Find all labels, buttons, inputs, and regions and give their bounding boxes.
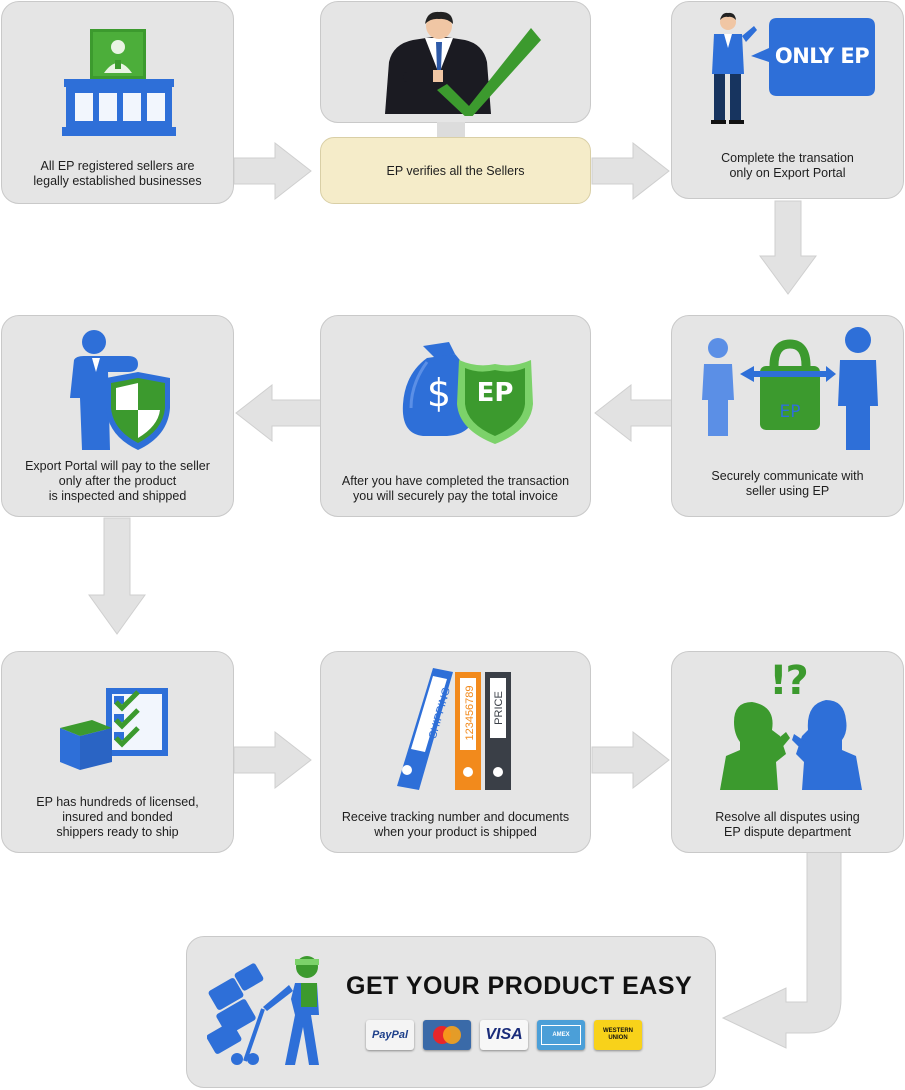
step-box-tracking: SHIPPING 123456789 PRICE Receive trackin… — [320, 651, 591, 853]
step-caption: EP has hundreds of licensed, insured and… — [36, 795, 199, 839]
arrow-down-1 — [759, 200, 817, 295]
step-caption: Resolve all disputes using EP dispute de… — [715, 810, 860, 839]
speech-bubble-icon — [751, 18, 875, 96]
person-shield-icon — [70, 330, 170, 450]
visa-badge: VISA — [480, 1020, 528, 1050]
lock-ep-text: EP — [779, 402, 801, 422]
paypal-label: PayPal — [371, 1029, 409, 1041]
bag-dollar-sign: $ — [426, 371, 452, 415]
boxes-checklist-icon — [60, 688, 168, 770]
mastercard-logo-icon — [433, 1026, 461, 1044]
arrow-left-2 — [235, 384, 322, 442]
money-bag-shield-icon — [402, 342, 533, 444]
arrow-corner-down-left — [721, 851, 842, 1049]
arrow-right-3 — [233, 731, 312, 789]
step-box-disputes: !? Resolve all disputes using EP dispute… — [671, 651, 904, 853]
binder-label-price: PRICE — [493, 691, 505, 725]
verify-caption: EP verifies all the Sellers — [386, 163, 525, 178]
step-box-registered-sellers: All EP registered sellers are legally es… — [1, 1, 234, 204]
speaker-person-icon — [711, 12, 757, 124]
step-caption: After you have completed the transaction… — [341, 474, 570, 503]
step-caption: All EP registered sellers are legally es… — [33, 159, 202, 188]
step-caption: Securely communicate with seller using E… — [711, 469, 864, 498]
dispute-marks: !? — [769, 658, 808, 704]
people-lock-icon — [702, 327, 878, 450]
step-caption: Export Portal will pay to the seller onl… — [25, 459, 210, 503]
step-caption: Complete the transation only on Export P… — [721, 151, 854, 180]
step-box-secure-payment: $ EP After you have completed the transa… — [320, 315, 591, 517]
arrow-right-2 — [591, 142, 670, 200]
amex-logo-icon: AMEX — [541, 1025, 581, 1045]
verify-sellers-banner: EP verifies all the Sellers — [320, 137, 591, 204]
step-box-verify-illustration — [320, 1, 591, 123]
paypal-badge: PayPal — [366, 1020, 414, 1050]
binder-label-number: 123456789 — [464, 685, 476, 741]
amex-badge: AMEX — [537, 1020, 585, 1050]
arrow-down-2 — [88, 517, 146, 635]
binders-icon — [397, 668, 511, 790]
shield-ep-text: EP — [476, 378, 514, 408]
building-seller-icon — [62, 29, 176, 136]
mastercard-badge — [423, 1020, 471, 1050]
step-caption: Receive tracking number and documents wh… — [341, 810, 570, 839]
arrow-right-4 — [591, 731, 670, 789]
final-title: GET YOUR PRODUCT EASY — [346, 972, 693, 1000]
arrow-left-1 — [594, 384, 673, 442]
arrow-right-1 — [233, 142, 312, 200]
step-box-seller-paid: Export Portal will pay to the seller onl… — [1, 315, 234, 517]
only-ep-bubble-text: ONLY EP — [774, 44, 870, 68]
final-box: GET YOUR PRODUCT EASY PayPal VISA AMEX W… — [186, 936, 716, 1088]
dispute-people-icon — [720, 700, 862, 790]
step-box-shippers: EP has hundreds of licensed, insured and… — [1, 651, 234, 853]
step-box-only-ep: ONLY EP Complete the transation only on … — [671, 1, 904, 199]
delivery-man-icon — [207, 956, 319, 1065]
visa-label: VISA — [485, 1026, 523, 1043]
businessman-check-icon — [385, 11, 541, 116]
step-box-secure-communicate: EP Securely communicate with seller usin… — [671, 315, 904, 517]
